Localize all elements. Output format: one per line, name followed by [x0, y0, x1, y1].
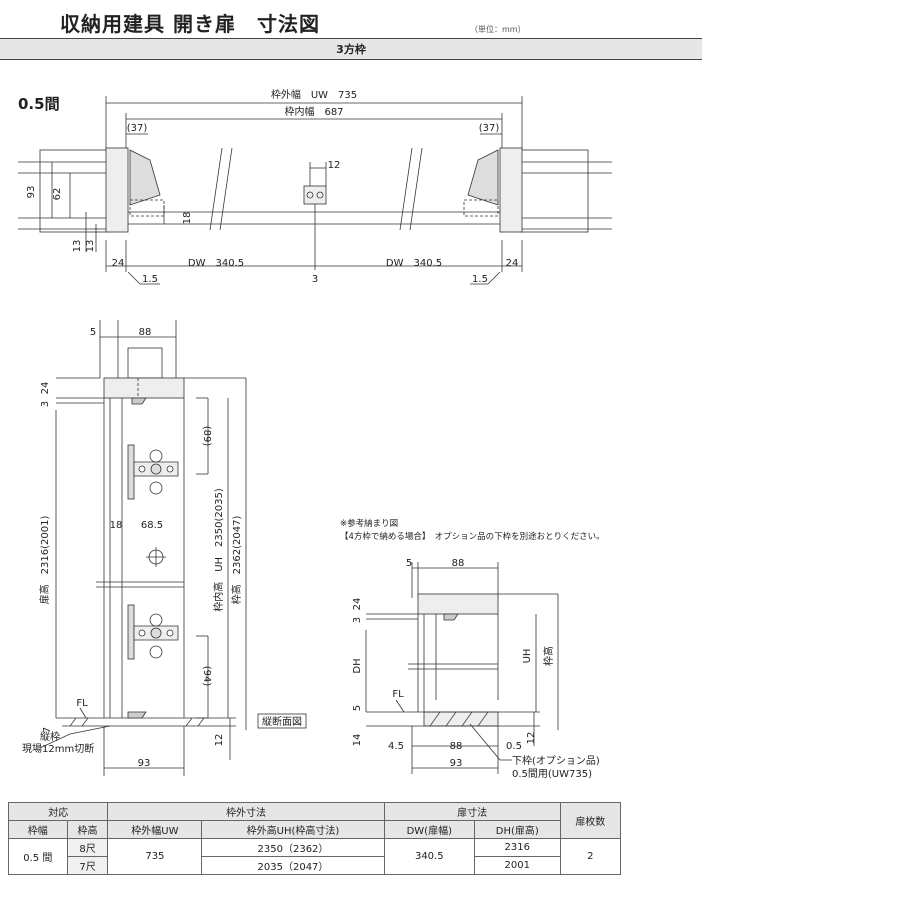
plan-dim-15-right: 1.5: [472, 274, 488, 285]
plan-dim-3: 3: [312, 274, 318, 285]
ref-dim-88: 88: [452, 558, 465, 569]
cell-height-7: 7尺: [66, 856, 109, 875]
plan-view: [18, 96, 612, 285]
section-band-label: 3方枠: [336, 43, 366, 56]
elev-dim-89: (89): [201, 426, 212, 447]
reference-title: ※参考納まり図: [340, 518, 398, 529]
section-band: [0, 38, 702, 60]
plan-dim-24-left: 24: [112, 258, 125, 269]
plan-outer-width: 枠外幅 UW 735: [271, 88, 357, 101]
th-frame-height: 枠高: [66, 820, 109, 839]
th-uw: 枠外幅UW: [107, 820, 203, 839]
reference-detail: [365, 562, 559, 774]
cell-dh-7: 2001: [473, 856, 561, 875]
plan-inner-width: 枠内幅 687: [284, 105, 343, 118]
ref-dim-05: 0.5: [506, 741, 522, 752]
cell-uh-7: 2035（2047）: [201, 856, 385, 875]
table-row: 7尺 2035（2047） 2001: [9, 856, 621, 875]
th-dh: DH(扉高): [473, 820, 561, 839]
th-group-door: 扉寸法: [383, 802, 561, 821]
elev-dim-93: 93: [138, 758, 151, 769]
cell-door-count: 2: [559, 838, 622, 875]
size-label: 0.5間: [18, 95, 60, 113]
table-row: 0.5 間 8尺 735 2350（2362） 340.5 2316 2: [8, 838, 622, 875]
unit-note: （単位：mm）: [470, 25, 526, 34]
plan-right-37: (37): [479, 123, 500, 134]
ref-dh: DH: [352, 658, 363, 673]
cell-dh-8: 2316: [473, 838, 561, 857]
ref-dim-88b: 88: [450, 741, 463, 752]
ref-dim-3: 3: [352, 617, 363, 623]
jamb-note-1: 縦枠: [40, 730, 60, 743]
plan-gap-12: 12: [328, 160, 341, 171]
cell-height-8: 8尺: [66, 838, 109, 857]
elev-fl: FL: [76, 698, 88, 709]
elev-dim-5: 5: [90, 327, 96, 338]
plan-dim-24-right: 24: [506, 258, 519, 269]
plan-dim-93: 93: [26, 186, 37, 199]
elev-dim-12: 12: [214, 734, 225, 747]
elev-frame-height: 枠高 2362(2047): [230, 516, 243, 605]
th-frame-width: 枠幅: [8, 820, 68, 839]
plan-dim-18: 18: [182, 212, 193, 225]
page-title: 収納用建具 開き扉 寸法図: [60, 12, 320, 36]
plan-dw-left: DW 340.5: [188, 258, 244, 269]
ref-dim-14: 14: [352, 734, 363, 747]
ref-dim-5: 5: [406, 558, 412, 569]
ref-bottom-frame-2: 0.5間用(UW735): [512, 768, 592, 780]
plan-dw-right: DW 340.5: [386, 258, 442, 269]
jamb-note-2: 現場12mm切断: [22, 742, 94, 755]
ref-bottom-frame-1: 下枠(オプション品): [512, 754, 600, 767]
th-door-count: 扉枚数: [559, 802, 622, 839]
ref-dim-93: 93: [450, 758, 463, 769]
plan-dim-15-left: 1.5: [142, 274, 158, 285]
dimension-drawing: 枠外幅 UW 735 枠内幅 687 (37) (37) 12 93 62 18…: [18, 88, 612, 780]
th-group-fit: 対応: [7, 802, 109, 821]
th-group-frame: 枠外寸法: [107, 802, 385, 821]
elev-dim-3: 3: [40, 401, 51, 407]
plan-dim-62: 62: [52, 188, 63, 201]
ref-frame-height: 枠高: [542, 646, 555, 666]
ref-fl: FL: [392, 689, 404, 700]
elev-dim-18: 18: [110, 520, 123, 531]
elev-door-height: 扉高 2316(2001): [38, 516, 51, 605]
plan-left-37: (37): [127, 123, 148, 134]
ref-dim-45: 4.5: [388, 741, 404, 752]
elev-dim-94: (94): [201, 666, 212, 687]
cell-uh-8: 2350（2362）: [201, 838, 385, 857]
ref-dim-12: 12: [526, 732, 537, 745]
reference-subtitle: 【4方枠で納める場合】 オプション品の下枠を別途おとりください。: [340, 531, 605, 542]
elev-dim-24: 24: [40, 382, 51, 395]
elev-dim-7: 7: [42, 727, 53, 733]
th-uh: 枠外高UH(枠高寸法): [201, 820, 385, 839]
cell-uw: 735: [107, 838, 203, 875]
elev-frame-inner-height: 枠内高 UH 2350(2035): [212, 488, 225, 612]
th-dw: DW(扉幅): [383, 820, 475, 839]
ref-uh: UH: [522, 649, 533, 664]
ref-dim-24: 24: [352, 598, 363, 611]
elev-dim-685: 68.5: [141, 520, 163, 531]
elev-dim-88: 88: [139, 327, 152, 338]
plan-dim-13b: 13: [85, 240, 96, 253]
spec-table: 対応 枠外寸法 扉寸法 扉枚数 枠幅 枠高 枠外幅UW 枠外高UH(枠高寸法) …: [7, 802, 622, 875]
vertical-section-label: 縦断面図: [262, 715, 302, 728]
ref-dim-5b: 5: [352, 705, 363, 711]
vertical-section: [39, 320, 307, 776]
plan-dim-13a: 13: [72, 240, 83, 253]
cell-width: 0.5 間: [8, 838, 68, 875]
cell-dw: 340.5: [383, 838, 475, 875]
